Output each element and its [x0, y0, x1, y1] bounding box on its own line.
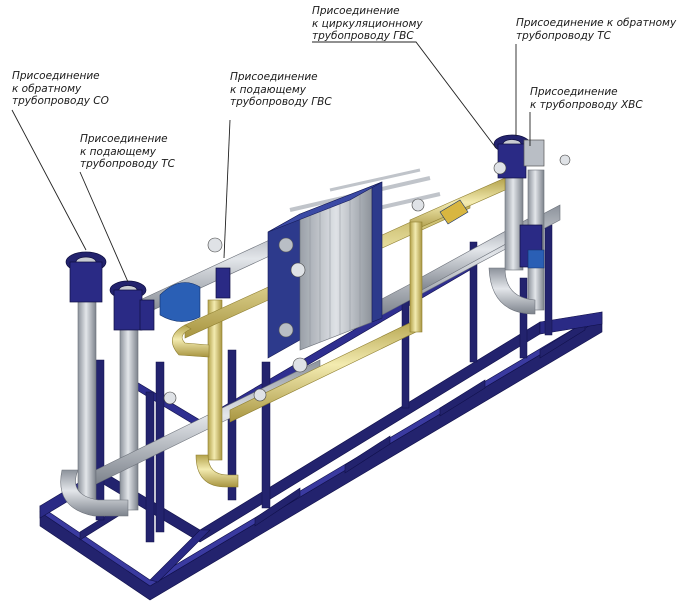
label-gvs-circ: Присоединение к циркуляционному трубопро… [312, 5, 423, 43]
hx-nozzle [278, 322, 294, 338]
hx-front-plate [371, 181, 383, 323]
post [544, 224, 553, 336]
flange-gvs [215, 267, 231, 299]
gauge [253, 388, 267, 402]
label-gvs-supply: Присоединение к подающему трубопроводу Г… [230, 71, 332, 109]
hx-top-frame [267, 181, 383, 233]
label-line: к циркуляционному [312, 17, 423, 30]
gauge [207, 237, 223, 253]
right-end-rail [539, 311, 603, 335]
label-ts-supply: Присоединение к подающему трубопроводу Т… [80, 133, 175, 171]
leader-lines [11, 41, 531, 283]
pipe-gvs-riser [409, 221, 423, 333]
gauge [292, 357, 308, 373]
label-ts-return: Присоединение к обратному трубопроводу Т… [516, 17, 676, 42]
post [95, 359, 105, 521]
pipe-elbow [60, 469, 129, 517]
post [227, 349, 237, 501]
label-co-return: Присоединение к обратному трубопроводу С… [12, 70, 109, 108]
pipe-gvs-u [172, 324, 210, 358]
label-line: трубопроводу СО [12, 95, 109, 107]
label-line: Присоединение [12, 70, 100, 82]
pipe-gvs-vertical [207, 299, 223, 461]
flange-mid [139, 299, 155, 331]
pipe-right-elbow [488, 267, 536, 315]
post [145, 391, 155, 543]
cross-member [344, 435, 391, 474]
gauge [493, 161, 507, 175]
label-line: к обратному [12, 82, 82, 95]
leader-co-return [11, 109, 87, 251]
valve-yellow [439, 199, 469, 225]
valve-blue-right [527, 249, 545, 269]
cross-member [149, 529, 211, 583]
label-line: трубопроводу ГВС [312, 30, 414, 42]
hx-nozzle [278, 237, 294, 253]
label-line: Присоединение [230, 71, 318, 83]
flange-hvs [523, 139, 545, 167]
label-line: Присоединение к обратному [516, 17, 677, 29]
gauge [559, 154, 571, 166]
flanges [65, 134, 545, 331]
pipe-co-vertical [77, 299, 97, 501]
label-line: к подающему [80, 145, 156, 158]
gauge [290, 262, 306, 278]
strainer-blue [159, 282, 201, 322]
gauge [411, 198, 425, 212]
leader-ts-supply [79, 171, 129, 283]
pipe-gvs-elbow [195, 454, 239, 488]
post [261, 361, 271, 509]
flange-co-body [69, 261, 103, 303]
tie-rod [329, 168, 421, 192]
cross-member [254, 487, 301, 527]
label-hvs: Присоединение к трубопроводу ХВС [530, 86, 643, 111]
post [519, 277, 528, 359]
cross-member [539, 321, 586, 359]
leader-gvs-supply [223, 119, 231, 259]
gauge [163, 391, 177, 405]
label-line: к подающему [230, 83, 306, 96]
plate-heat-exchanger [267, 181, 383, 359]
pipe-ts-vertical [119, 319, 139, 511]
cross-member [439, 379, 486, 417]
label-line: к трубопроводу ХВС [530, 98, 643, 111]
label-line: Присоединение [80, 133, 168, 145]
label-line: Присоединение [530, 86, 618, 98]
label-line: трубопроводу ТС [80, 158, 176, 170]
label-line: Присоединение [312, 5, 400, 17]
leader-gvs-circ [312, 41, 497, 149]
label-line: трубопроводу ГВС [230, 96, 332, 108]
label-line: трубопроводу ТС [516, 29, 612, 42]
post [401, 297, 410, 409]
flange-ts-body [113, 289, 143, 331]
hx-plate-lines [309, 190, 361, 346]
post [469, 241, 478, 363]
valves [159, 154, 571, 405]
